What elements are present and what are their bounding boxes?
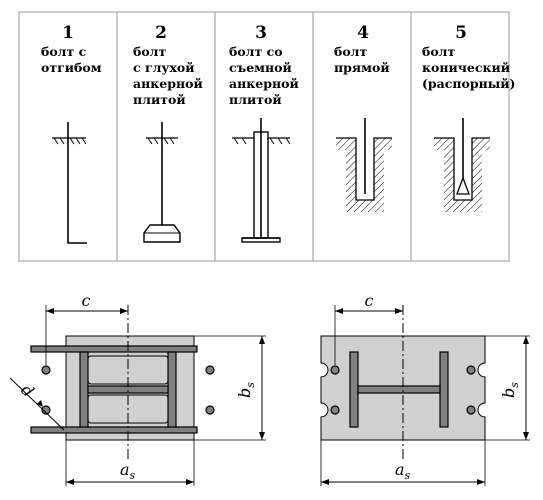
bolt-type-1: 1 болт с отгибом bbox=[41, 23, 102, 244]
straight-bolt-icon bbox=[336, 118, 392, 212]
bolt-type-label-line: конический bbox=[422, 60, 510, 75]
dimension-arrow bbox=[335, 308, 343, 314]
bolt-type-number: 4 bbox=[357, 23, 369, 43]
bolt-type-4: 4 болт прямой bbox=[334, 23, 392, 212]
bolt-type-label-line: с глухой bbox=[133, 60, 195, 75]
bolt-type-label-line: плитой bbox=[133, 92, 186, 107]
bolt-type-number: 1 bbox=[62, 23, 74, 43]
bolt-type-label-line: анкерной bbox=[133, 76, 203, 91]
traverse-bar-top bbox=[30, 345, 198, 353]
dimension-arrow bbox=[186, 479, 194, 485]
dimension-arrow bbox=[395, 308, 403, 314]
dimension-label-c: c bbox=[365, 291, 374, 310]
bolt-type-label-line: болт bbox=[422, 44, 455, 59]
bolt-type-number: 5 bbox=[455, 23, 467, 43]
dimension-label-c: c bbox=[82, 291, 91, 310]
bolt-type-label-line: съемной bbox=[229, 60, 292, 75]
bolt-hole bbox=[41, 365, 51, 375]
dimension-label-a: as bbox=[120, 460, 136, 482]
dimension-arrow bbox=[477, 479, 485, 485]
removable-anchor-plate-bolt-icon bbox=[232, 118, 291, 243]
bolt-hole bbox=[205, 405, 215, 415]
blind-anchor-plate-bolt-icon bbox=[143, 122, 181, 243]
dimension-arrow bbox=[259, 432, 265, 440]
bolt-type-5: 5 болт конический (распорный) bbox=[422, 23, 515, 212]
dimension-arrow bbox=[46, 308, 54, 314]
bent-bolt-icon bbox=[52, 122, 87, 244]
dimension-arrow bbox=[523, 432, 529, 440]
dimension-label-d: d bbox=[17, 380, 38, 401]
dimension-arrow bbox=[120, 308, 128, 314]
bolt-type-2: 2 болт с глухой анкерной плитой bbox=[133, 23, 203, 243]
dimension-arrow bbox=[523, 336, 529, 344]
dimension-arrow bbox=[321, 479, 329, 485]
i-beam-section bbox=[79, 351, 177, 428]
bolt-type-label-line: плитой bbox=[229, 92, 282, 107]
dimension-label-b: bs bbox=[499, 382, 521, 398]
base-plate-plan-right: c bs as bbox=[320, 291, 530, 486]
bolt-hole bbox=[466, 405, 476, 415]
bolt-types-table: 1 болт с отгибом 2 болт с глухой анкерно… bbox=[18, 11, 515, 262]
dimension-arrow bbox=[259, 336, 265, 344]
bolt-type-number: 3 bbox=[255, 23, 267, 43]
bolt-type-label-line: болт с bbox=[41, 44, 87, 59]
bolt-hole bbox=[41, 405, 51, 415]
dimension-label-b: bs bbox=[235, 382, 257, 398]
traverse-bar-bottom bbox=[30, 426, 198, 434]
bolt-hole bbox=[330, 405, 340, 415]
bolt-type-label-line: болт bbox=[133, 44, 166, 59]
conical-expansion-bolt-icon bbox=[434, 118, 490, 212]
dimension-arrow bbox=[37, 400, 43, 407]
bolt-type-label-line: прямой bbox=[334, 60, 390, 75]
base-plate-plan-left: c d bs as bbox=[9, 291, 266, 486]
bolt-hole bbox=[330, 365, 340, 375]
table-frame bbox=[18, 11, 510, 262]
bolt-type-label-line: болт bbox=[334, 44, 367, 59]
bolt-type-number: 2 bbox=[155, 23, 167, 43]
i-beam-section bbox=[349, 351, 449, 428]
bolt-hole bbox=[205, 365, 215, 375]
bolt-type-3: 3 болт со съемной анкерной плитой bbox=[229, 23, 299, 243]
bolt-type-label-line: (распорный) bbox=[422, 76, 515, 91]
dimension-arrow bbox=[66, 479, 74, 485]
dimension-label-a: as bbox=[395, 460, 411, 482]
bolt-type-label-line: отгибом bbox=[41, 60, 102, 75]
bolt-type-label-line: анкерной bbox=[229, 76, 299, 91]
bolt-type-label-line: болт со bbox=[229, 44, 283, 59]
bolt-hole bbox=[466, 365, 476, 375]
